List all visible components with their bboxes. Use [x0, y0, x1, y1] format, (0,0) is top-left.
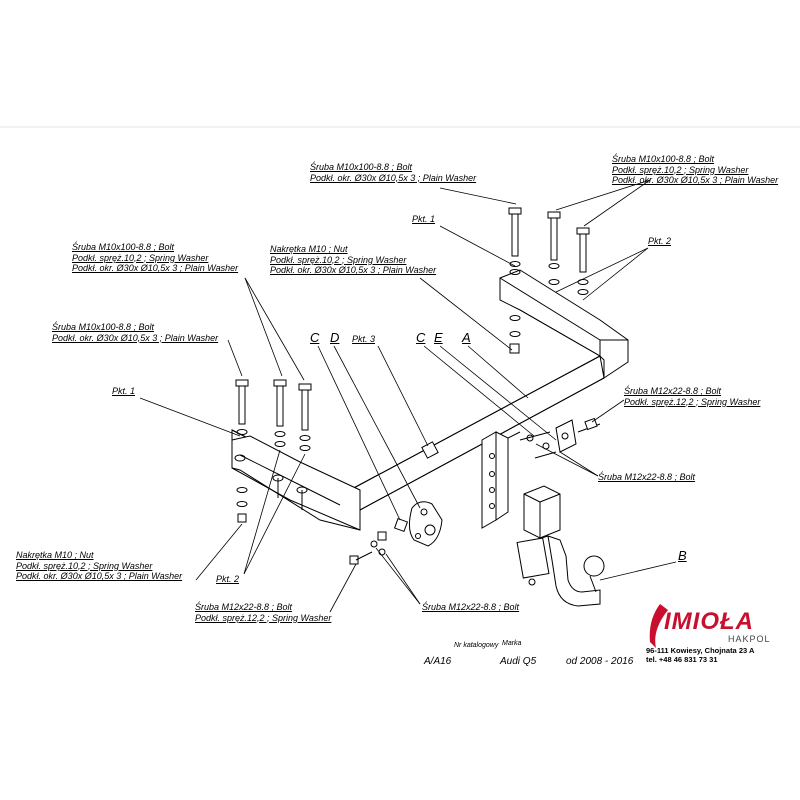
catalog-label: Nr katalogowy	[454, 642, 499, 649]
callout-line: Śruba M12x22-8.8 ; Bolt	[624, 386, 722, 396]
callout-line: Podkł. okr. Ø30x Ø10,5x 3 ; Plain Washer	[612, 175, 779, 185]
point-label: Pkt. 2	[216, 574, 240, 584]
callout-line: Podkł. spręż.12,2 ; Spring Washer	[624, 396, 761, 407]
right-mounting-bracket	[499, 269, 629, 379]
callout-line: Podkł. okr. Ø30x Ø10,5x 3 ; Plain Washer	[72, 263, 239, 273]
callout-top-right: Śruba M10x100-8.8 ; Bolt Podkł. spręż.10…	[612, 154, 778, 186]
callout-line: Podkł. okr. Ø30x Ø10,5x 3 ; Plain Washer	[310, 172, 477, 183]
callout-bottom-center-bolt: Śruba M12x22-8.8 ; Bolt	[422, 602, 519, 613]
callout-line: Podkł. spręż.10,2 ; Spring Washer	[612, 164, 749, 175]
callout-nut-left-bottom: Nakrętka M10 ; Nut Podkł. spręż.10,2 ; S…	[16, 550, 182, 582]
company-logo: IMIOŁA	[664, 608, 754, 635]
part-letter-c: C	[416, 330, 426, 345]
years-value: od 2008 - 2016	[566, 656, 634, 667]
point-label: Pkt. 1	[412, 214, 436, 224]
callout-line: Śruba M10x100-8.8 ; Bolt	[72, 242, 175, 252]
right-side-plate	[519, 417, 601, 459]
callout-line: Śruba M10x100-8.8 ; Bolt	[612, 154, 715, 164]
callout-line: Podkł. okr. Ø30x Ø10,5x 3 ; Plain Washer	[270, 265, 437, 275]
callout-top-center: Śruba M10x100-8.8 ; Bolt Podkł. okr. Ø30…	[310, 162, 476, 183]
callout-line: Podkł. spręż.10,2 ; Spring Washer	[16, 560, 153, 571]
leader-lines	[139, 179, 677, 613]
callout-left-bolt2: Śruba M10x100-8.8 ; Bolt Podkł. okr. Ø30…	[52, 322, 218, 343]
callout-line: Śruba M12x22-8.8 ; Bolt	[195, 602, 293, 612]
brand-value: Audi Q5	[500, 656, 537, 667]
callout-line: Podkł. spręż.12,2 ; Spring Washer	[195, 612, 332, 623]
callout-line: Śruba M10x100-8.8 ; Bolt	[310, 162, 413, 172]
callout-right-m12: Śruba M12x22-8.8 ; Bolt Podkł. spręż.12,…	[624, 386, 760, 407]
point-label: Pkt. 1	[112, 386, 136, 396]
callout-left-mid: Śruba M10x100-8.8 ; Bolt Podkł. spręż.10…	[72, 242, 238, 274]
company-address: 96-111 Kowiesy, Chojnata 23 A tel. +48 4…	[646, 646, 754, 664]
callout-line: Podkł. okr. Ø30x Ø10,5x 3 ; Plain Washer	[16, 571, 183, 581]
left-mounting-bracket	[231, 435, 361, 531]
callout-line: Śruba M12x22-8.8 ; Bolt	[422, 602, 520, 612]
callout-line: Nakrętka M10 ; Nut	[270, 244, 348, 254]
left-bolts	[235, 379, 312, 523]
catalog-value: A/A16	[424, 656, 452, 667]
part-letter-e: E	[434, 330, 443, 345]
part-letter-c: C	[310, 330, 320, 345]
point-label: Pkt. 3	[352, 334, 376, 344]
part-letter-a: A	[462, 330, 471, 345]
callout-right-m12-bolt: Śruba M12x22-8.8 ; Bolt	[598, 472, 695, 483]
callout-line: Podkł. spręż.10,2 ; Spring Washer	[270, 254, 407, 265]
logo-mark-icon	[649, 604, 668, 648]
part-letter-b: B	[678, 548, 687, 563]
socket-bracket	[523, 485, 561, 539]
top-bolts	[508, 207, 590, 354]
callout-nut-center: Nakrętka M10 ; Nut Podkł. spręż.10,2 ; S…	[270, 244, 436, 276]
part-letter-d: D	[330, 330, 340, 345]
company-logo-sub: HAKPOL	[728, 634, 771, 644]
phone-line: tel. +48 46 831 73 31	[646, 655, 718, 664]
point-label: Pkt. 2	[648, 236, 672, 246]
callout-bottom-m12: Śruba M12x22-8.8 ; Bolt Podkł. spręż.12,…	[195, 602, 331, 623]
address-line: 96-111 Kowiesy, Chojnata 23 A	[646, 646, 755, 655]
socket-plate	[349, 501, 443, 565]
callout-line: Podkł. spręż.10,2 ; Spring Washer	[72, 252, 209, 263]
center-mount-plate	[481, 431, 521, 529]
callout-line: Nakrętka M10 ; Nut	[16, 550, 94, 560]
callout-line: Śruba M10x100-8.8 ; Bolt	[52, 322, 155, 332]
callout-line: Podkł. okr. Ø30x Ø10,5x 3 ; Plain Washer	[52, 332, 219, 343]
brand-label: Marka	[502, 640, 522, 647]
ball-hitch	[516, 535, 605, 607]
callout-line: Śruba M12x22-8.8 ; Bolt	[598, 472, 696, 482]
